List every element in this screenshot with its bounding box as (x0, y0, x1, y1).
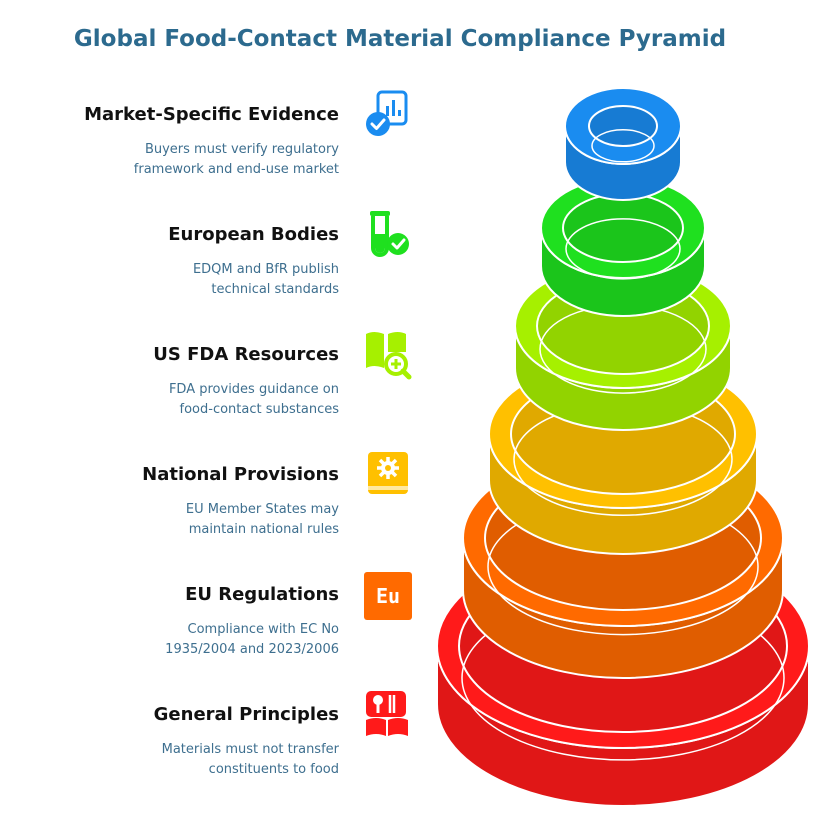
eu-icon: Eu (364, 572, 412, 620)
level-heading: Market-Specific Evidence (84, 104, 339, 125)
ring-inner-rim (591, 129, 655, 163)
level-general-principles: General Principles Materials must not tr… (39, 704, 339, 780)
level-national-provisions: National Provisions EU Member States may… (39, 464, 339, 540)
food-book-icon (366, 691, 408, 736)
test-tube-check-icon (370, 211, 409, 257)
level-heading: European Bodies (168, 224, 339, 245)
level-description: Buyers must verify regulatory framework … (133, 142, 339, 177)
document-check-icon (366, 90, 408, 136)
level-heading: General Principles (153, 704, 339, 725)
page-title: Global Food-Contact Material Compliance … (73, 26, 727, 52)
level-european-bodies: European Bodies EDQM and BfR publish tec… (39, 224, 339, 300)
ring-level-1 (564, 87, 682, 201)
level-description: FDA provides guidance on food-contact su… (168, 382, 339, 417)
ring-inner-rim (565, 218, 681, 280)
ring-hole (588, 105, 658, 147)
level-eu-regulations: EU Regulations Compliance with EC No 193… (39, 584, 339, 660)
book-search-icon (366, 332, 412, 380)
level-us-fda-resources: US FDA Resources FDA provides guidance o… (39, 344, 339, 420)
level-market-specific-evidence: Market-Specific Evidence Buyers must ver… (39, 104, 339, 180)
level-heading: National Provisions (142, 464, 339, 485)
level-description: Compliance with EC No 1935/2004 and 2023… (165, 622, 339, 657)
level-description: EU Member States may maintain national r… (185, 502, 339, 537)
level-description: Materials must not transfer constituents… (161, 742, 339, 777)
level-heading: EU Regulations (185, 584, 339, 605)
eu-icon-label: Eu (376, 584, 400, 608)
gear-book-icon (368, 452, 408, 494)
level-description: EDQM and BfR publish technical standards (192, 262, 339, 297)
level-heading: US FDA Resources (153, 344, 339, 365)
